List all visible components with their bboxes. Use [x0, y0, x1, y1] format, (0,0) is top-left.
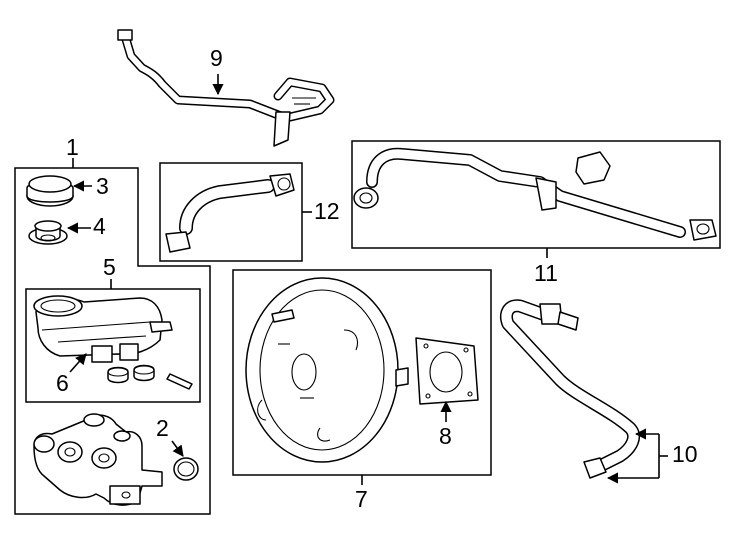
vacuum-hose-11-part — [353, 147, 717, 241]
callout-2-number: 2 — [156, 415, 169, 441]
callout-4-number: 4 — [93, 213, 106, 239]
vacuum-hose-10-part — [500, 299, 641, 479]
callout-10-bracket — [606, 428, 668, 484]
callout-9-number: 9 — [210, 45, 223, 71]
brake-booster-part — [245, 277, 409, 463]
reservoir-cap-part — [26, 175, 74, 207]
o-ring-seal-part — [173, 457, 199, 481]
brake-fluid-reservoir-part — [33, 295, 173, 363]
callout-8-number: 8 — [439, 423, 452, 449]
callout-6-arrow — [69, 353, 87, 373]
callout-11-number: 11 — [534, 260, 558, 286]
callout-12-number: 12 — [314, 198, 340, 224]
reservoir-strainer-part — [28, 220, 68, 245]
group-1-outline — [14, 167, 211, 515]
callout-1-number: 1 — [66, 134, 79, 160]
callout-3-number: 3 — [96, 173, 109, 199]
callout-5-number: 5 — [103, 254, 116, 280]
reservoir-grommets-part — [107, 364, 193, 390]
callout-6-number: 6 — [56, 370, 69, 396]
callout-2-arrow — [171, 440, 184, 457]
master-cylinder-part — [33, 413, 163, 506]
callout-10-number: 10 — [672, 441, 698, 467]
group-11-box — [351, 140, 721, 249]
vacuum-hose-9-part — [117, 29, 335, 147]
group-5-box — [25, 288, 201, 403]
callout-7-number: 7 — [355, 486, 368, 512]
vacuum-hose-12-part — [165, 173, 295, 253]
booster-gasket-part — [415, 337, 479, 405]
